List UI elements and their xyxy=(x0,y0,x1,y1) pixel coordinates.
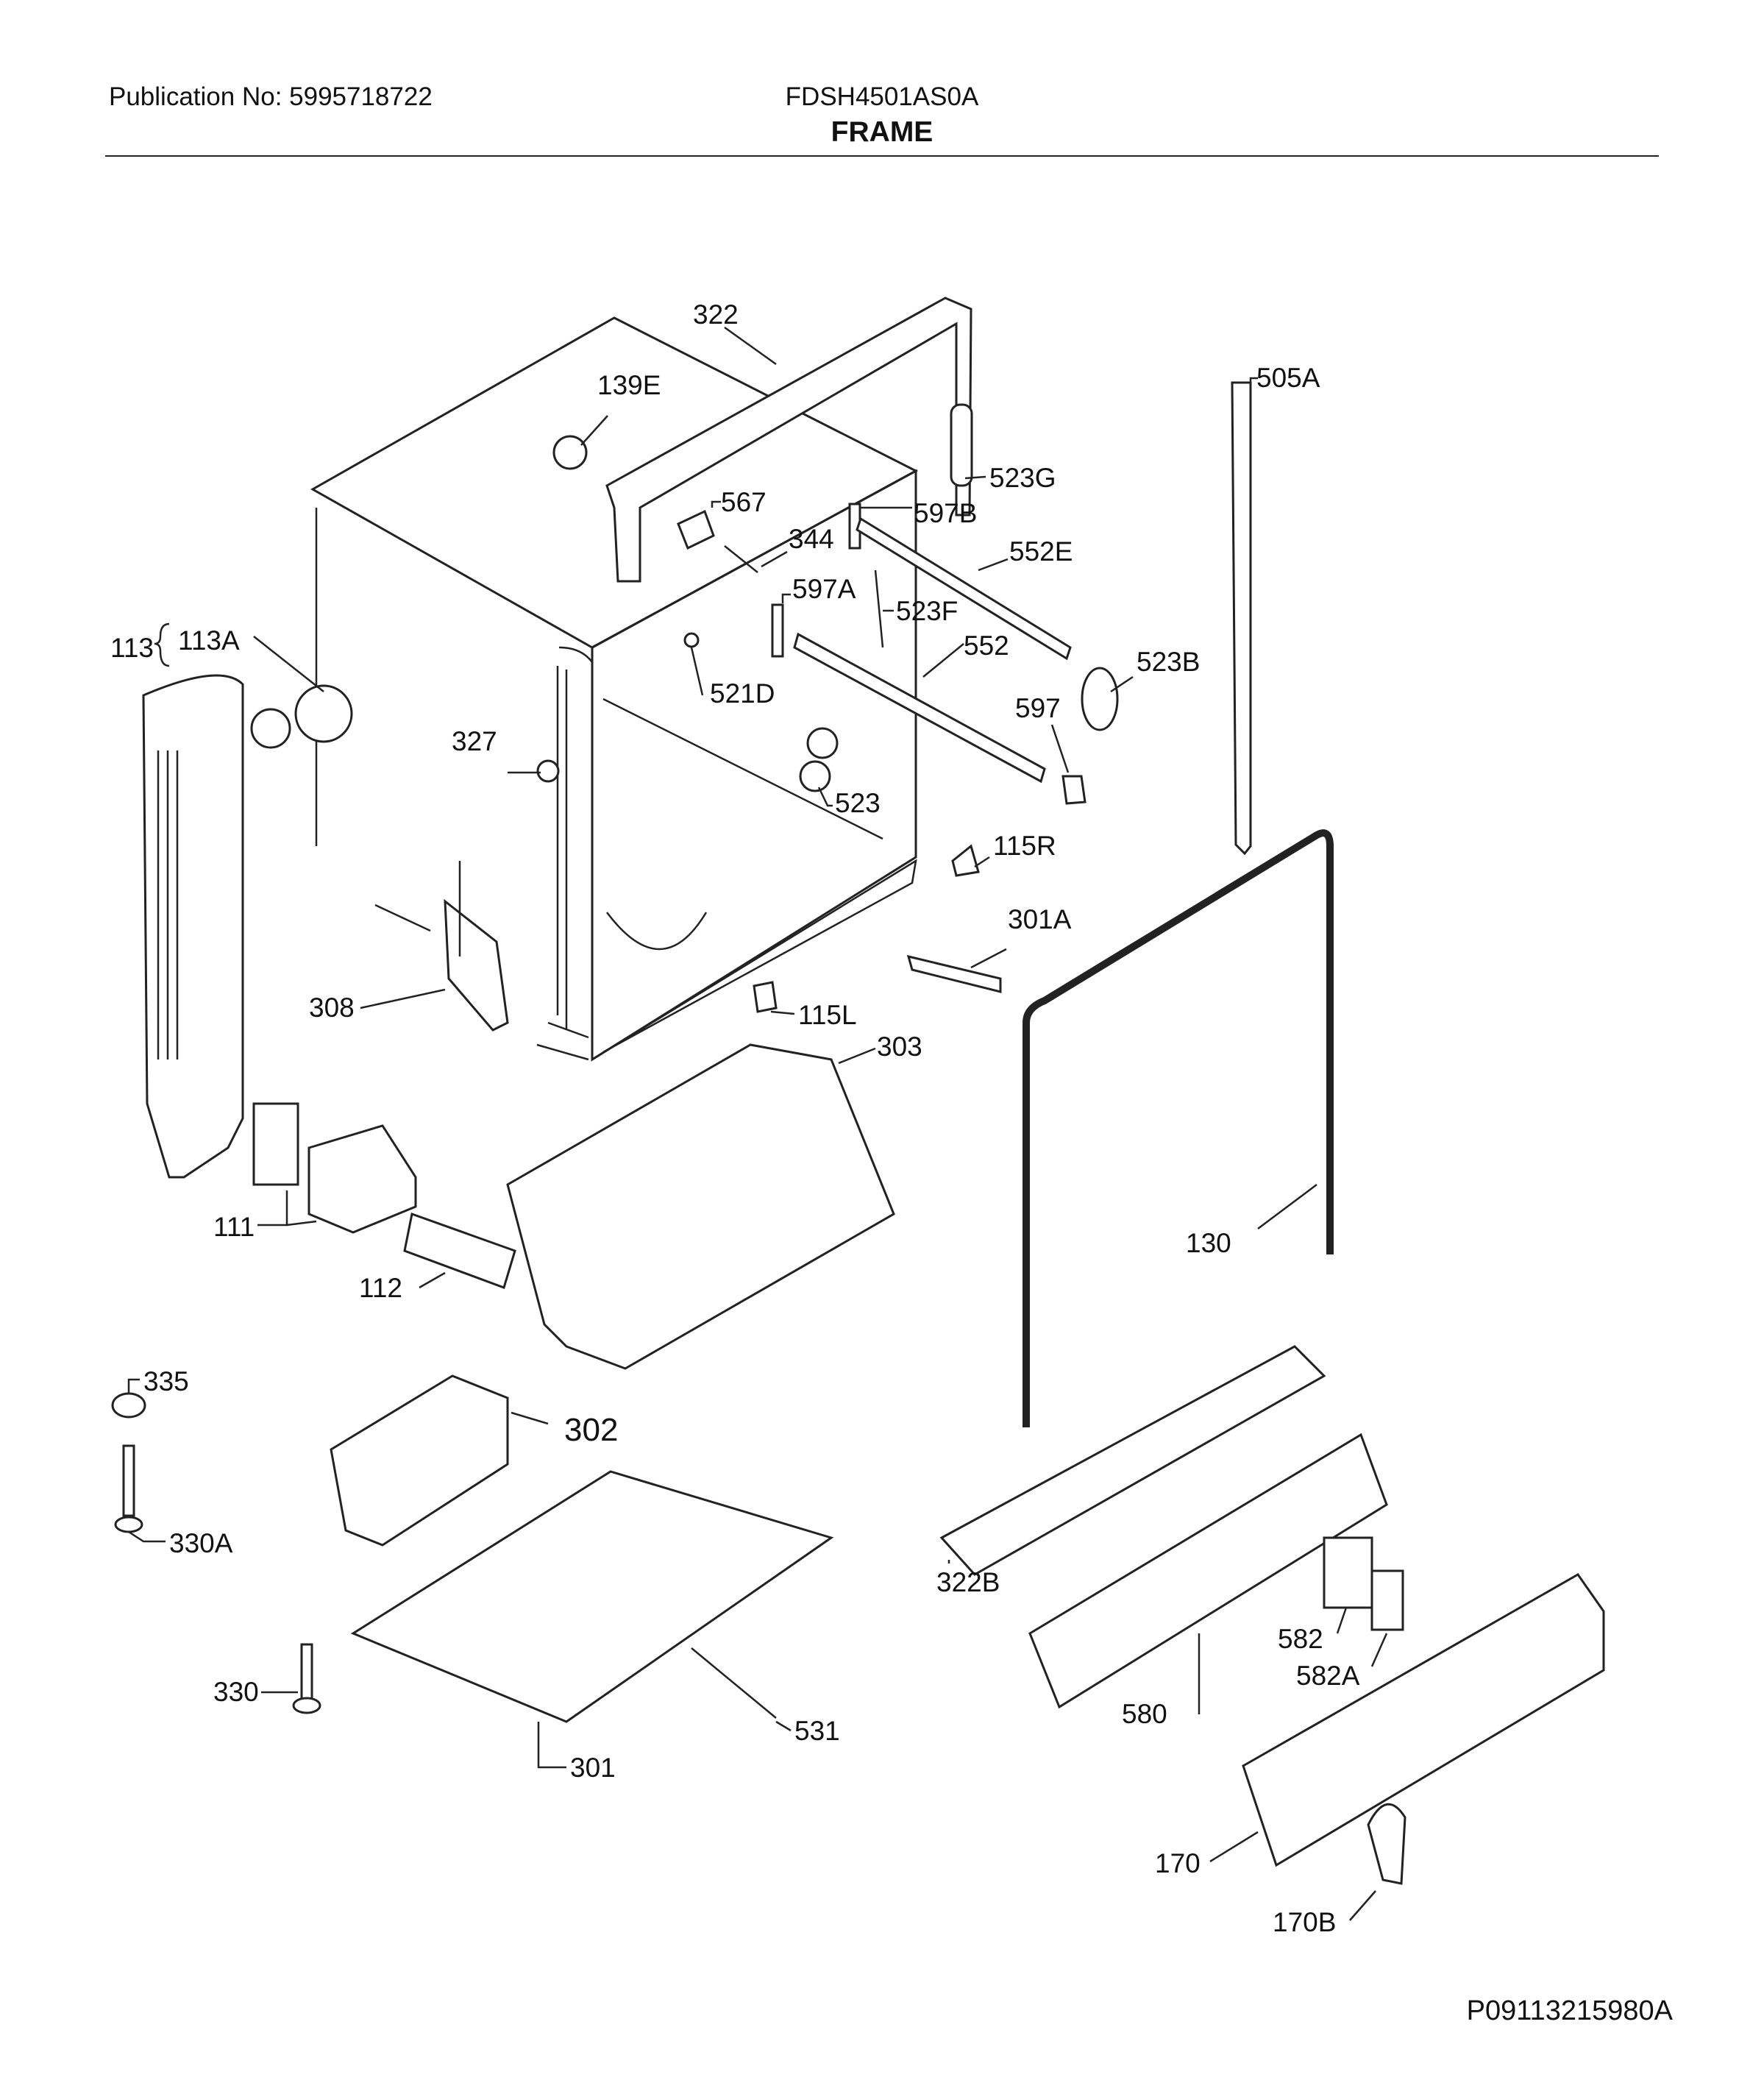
callout-112: 112 xyxy=(359,1273,402,1303)
322B-rail xyxy=(939,1345,1326,1576)
115R-part xyxy=(951,844,980,877)
callout-322B: 322B xyxy=(936,1567,1000,1597)
callout-113A: 113A xyxy=(178,625,240,656)
523G-part xyxy=(950,403,973,487)
header-rule xyxy=(105,155,1659,157)
section-title: FRAME xyxy=(831,116,933,148)
callout-301: 301 xyxy=(570,1753,616,1783)
callout-521D: 521D xyxy=(710,678,775,709)
113-vent-slots xyxy=(157,750,179,1059)
327-part xyxy=(536,759,560,783)
580-control-housing xyxy=(1028,1433,1388,1709)
callout-580: 580 xyxy=(1122,1699,1167,1729)
112-hose xyxy=(403,1213,516,1289)
callout-170B: 170B xyxy=(1273,1907,1336,1937)
callout-531: 531 xyxy=(794,1716,840,1746)
tub-drawing xyxy=(310,316,919,1062)
330A-screw xyxy=(122,1444,135,1517)
113A-ring xyxy=(250,708,291,749)
callout-labels: 322 139E 505A 523G 567 597B 344 552E 597… xyxy=(110,299,1360,1937)
582-part xyxy=(1323,1536,1373,1609)
335-nut xyxy=(111,1392,146,1419)
308-hinge xyxy=(444,898,509,1032)
callout-523: 523 xyxy=(835,788,881,818)
callout-582: 582 xyxy=(1278,1624,1323,1654)
552E-rail xyxy=(856,517,1072,661)
170-panel xyxy=(1242,1573,1605,1867)
callout-139E: 139E xyxy=(597,370,661,400)
callout-597B: 597B xyxy=(914,498,977,528)
callout-597: 597 xyxy=(1015,693,1061,723)
597-part xyxy=(1061,775,1087,805)
callout-302: 302 xyxy=(564,1412,618,1448)
callout-308: 308 xyxy=(309,993,355,1023)
callout-552E: 552E xyxy=(1009,536,1073,567)
callout-552: 552 xyxy=(964,631,1009,661)
330-screw xyxy=(300,1643,313,1701)
callout-303: 303 xyxy=(877,1032,922,1062)
callout-330A: 330A xyxy=(169,1528,233,1558)
523-part-b xyxy=(799,760,831,792)
531-rod xyxy=(691,1647,777,1719)
leader-lines xyxy=(127,326,1388,1921)
callout-115L: 115L xyxy=(798,1000,857,1030)
callout-111: 111 xyxy=(213,1212,255,1242)
597A-part xyxy=(771,603,784,658)
111-filter xyxy=(252,1102,299,1186)
callout-582A: 582A xyxy=(1296,1661,1360,1691)
callout-115R: 115R xyxy=(993,831,1056,861)
552-rail xyxy=(793,632,1046,784)
callout-335: 335 xyxy=(143,1366,189,1396)
302-bracket xyxy=(330,1374,509,1547)
callout-597A: 597A xyxy=(792,574,856,604)
callout-322: 322 xyxy=(693,299,739,330)
170B-handle xyxy=(1367,1803,1406,1885)
523F-part xyxy=(874,569,884,648)
521D-part xyxy=(683,632,700,648)
111-pump xyxy=(307,1124,417,1234)
model-number: FDSH4501AS0A xyxy=(785,82,979,111)
301-base-tray xyxy=(350,1470,834,1723)
322-frame-rail xyxy=(605,297,972,583)
callout-523G: 523G xyxy=(989,463,1056,493)
115L-part xyxy=(753,981,778,1013)
523B-part xyxy=(1081,667,1119,731)
callout-170: 170 xyxy=(1155,1848,1201,1878)
publication-number: Publication No: 5995718722 xyxy=(109,82,433,111)
523-part-a xyxy=(806,727,839,759)
301A-part xyxy=(906,954,1002,993)
505A-strip xyxy=(1231,381,1252,856)
callout-130: 130 xyxy=(1186,1228,1231,1258)
303-base xyxy=(506,1043,895,1370)
callout-567: 567 xyxy=(721,487,767,517)
callout-523F: 523F xyxy=(896,596,958,626)
callout-113: 113 xyxy=(110,633,154,663)
344-part xyxy=(724,545,758,573)
139E-part xyxy=(552,435,588,470)
330-head xyxy=(292,1697,321,1714)
callout-505A: 505A xyxy=(1256,363,1320,393)
callout-330: 330 xyxy=(213,1677,259,1707)
callout-327: 327 xyxy=(452,726,497,756)
diagram-code: P09113215980A xyxy=(1466,1995,1673,2026)
113A-disc xyxy=(294,684,353,743)
567-part xyxy=(677,509,715,550)
582A-part xyxy=(1370,1569,1404,1631)
callout-523B: 523B xyxy=(1137,647,1200,677)
130-door-seal xyxy=(1023,829,1334,1427)
330A-head xyxy=(114,1516,143,1533)
callout-344: 344 xyxy=(789,524,834,554)
callout-301A: 301A xyxy=(1008,904,1072,934)
